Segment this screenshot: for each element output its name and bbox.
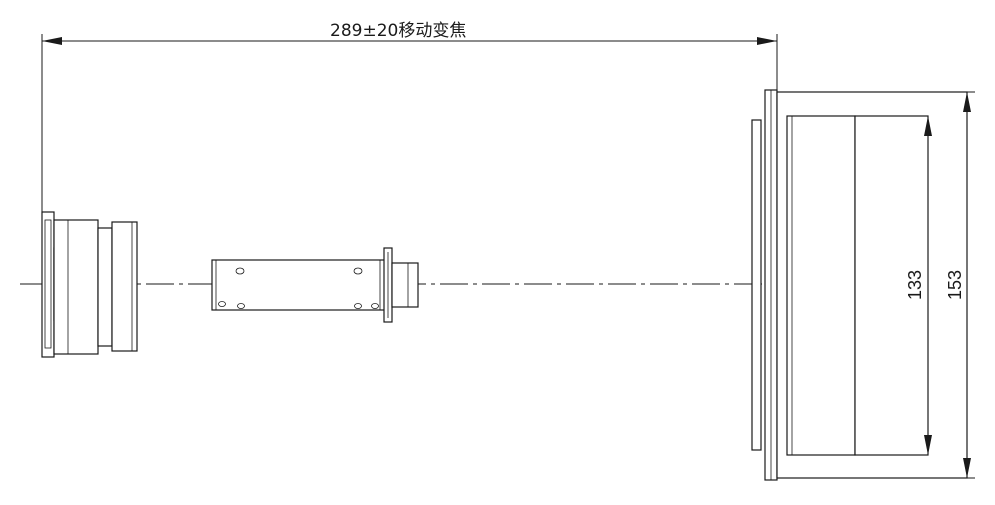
lens-mount-plate: [751, 119, 762, 451]
arrow-down: [963, 458, 971, 478]
screw-hole: [237, 303, 245, 309]
travel-dimension: 289±20移动变焦: [41, 21, 778, 212]
arrow-left: [42, 37, 62, 45]
large-lens-component: [751, 89, 968, 481]
zoom-tube-component: [211, 247, 419, 323]
screw-hole: [218, 301, 226, 307]
outer-diameter-label: 153: [945, 270, 965, 300]
zoom-tube-body: [211, 259, 389, 311]
arrow-up: [924, 116, 932, 136]
camera-mount-component: [41, 211, 138, 358]
screw-hole: [235, 267, 245, 275]
lens-barrel-section: [786, 115, 856, 456]
outer-diameter-dimension: 153: [777, 91, 975, 479]
camera-lens-ring: [97, 227, 113, 347]
arrow-right: [757, 37, 777, 45]
mount-flange: [41, 211, 55, 358]
arrow-up: [963, 92, 971, 112]
screw-hole: [353, 267, 363, 275]
arrow-down: [924, 435, 932, 455]
camera-front-cap: [111, 221, 138, 352]
mount-flange-inner: [44, 219, 52, 349]
travel-label: 289±20移动变焦: [330, 21, 466, 41]
inner-diameter-label: 133: [905, 270, 925, 300]
lens-front-section: [854, 115, 929, 456]
screw-hole: [371, 303, 379, 309]
camera-body: [53, 219, 99, 355]
screw-hole: [354, 303, 362, 309]
zoom-tube-nozzle: [391, 262, 419, 308]
inner-diameter-dimension: 133: [905, 116, 932, 455]
